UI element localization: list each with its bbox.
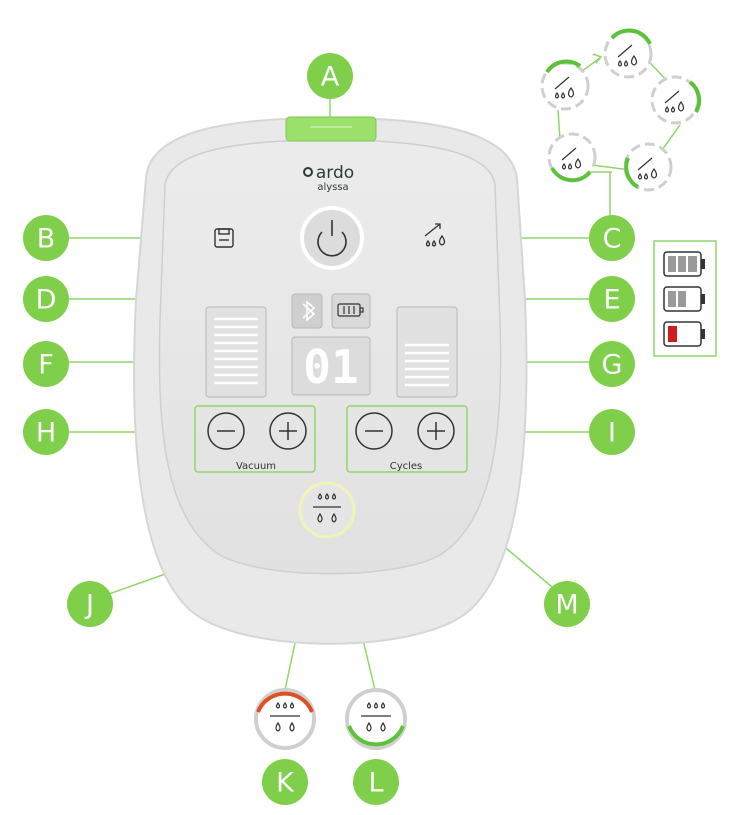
svg-text:H: H [36, 418, 56, 449]
battery-icon [337, 303, 364, 317]
svg-text:G: G [602, 350, 623, 381]
callout-a: A [307, 53, 353, 99]
callout-b: B [23, 215, 69, 261]
power-button[interactable] [300, 206, 364, 270]
callout-j: J [67, 581, 113, 627]
callout-g: G [589, 341, 635, 387]
display-value: 01 [303, 340, 358, 394]
power-icon [317, 220, 347, 257]
phase-drops-icon [313, 493, 341, 523]
mode-step-2 [650, 75, 702, 125]
svg-text:E: E [603, 285, 620, 316]
vacuum-label: Vacuum [236, 461, 276, 472]
bluetooth-icon [302, 300, 316, 322]
mode-step-4 [547, 132, 597, 183]
phase-button[interactable] [298, 481, 356, 539]
svg-text:C: C [603, 224, 622, 255]
top-release-button[interactable] [285, 116, 377, 142]
cycles-plus-button[interactable] [417, 412, 455, 450]
mode-cycle-diagram [540, 28, 702, 192]
svg-text:I: I [608, 418, 616, 449]
cycles-controls: Cycles [346, 405, 468, 473]
bluetooth-indicator [291, 293, 323, 329]
cycles-label: Cycles [390, 461, 423, 472]
callout-k: K [262, 759, 308, 805]
svg-text:D: D [36, 285, 57, 316]
callouts: A B C D E F G H I J M K L [23, 53, 635, 805]
callout-h: H [23, 409, 69, 455]
cycles-minus-button[interactable] [355, 412, 393, 450]
cycles-level-display [396, 306, 458, 398]
svg-text:A: A [321, 62, 340, 93]
vacuum-minus-button[interactable] [207, 412, 245, 450]
floppy-disk-icon [214, 228, 234, 248]
model-name: alyssa [317, 182, 348, 193]
callout-f: F [23, 341, 69, 387]
vacuum-plus-button[interactable] [269, 412, 307, 450]
drops-arrow-icon [424, 223, 446, 247]
svg-text:L: L [368, 768, 383, 799]
battery-low-icon [663, 321, 705, 347]
vacuum-level-bars [214, 317, 258, 385]
brand-name: ardo [316, 163, 354, 183]
phase-stimulation-indicator [254, 688, 316, 750]
svg-text:J: J [84, 590, 94, 621]
mode-step-5 [540, 59, 590, 111]
vacuum-level-display [205, 306, 267, 398]
battery-half-icon [663, 286, 705, 312]
svg-text:F: F [38, 350, 54, 381]
brand-logo: ardo alyssa [303, 163, 354, 193]
battery-full-icon [663, 251, 705, 277]
plus-icon [427, 422, 445, 440]
digital-display: 01 [291, 336, 371, 396]
battery-indicator [331, 293, 371, 329]
battery-legend [653, 240, 717, 357]
phase-expression-indicator [345, 688, 407, 750]
cycles-level-bars [405, 343, 449, 387]
callout-i: I [589, 409, 635, 455]
vacuum-controls: Vacuum [194, 405, 316, 473]
memory-button[interactable] [214, 228, 234, 248]
mode-step-3 [623, 142, 673, 192]
plus-icon [279, 422, 297, 440]
svg-text:M: M [555, 590, 578, 621]
callout-m: M [544, 581, 590, 627]
svg-text:B: B [37, 224, 56, 255]
callout-d: D [23, 276, 69, 322]
callout-l: L [353, 759, 399, 805]
mode-button[interactable] [424, 223, 446, 247]
mode-step-1 [603, 28, 653, 79]
callout-e: E [589, 276, 635, 322]
callout-c: C [589, 215, 635, 261]
svg-text:K: K [276, 768, 295, 799]
